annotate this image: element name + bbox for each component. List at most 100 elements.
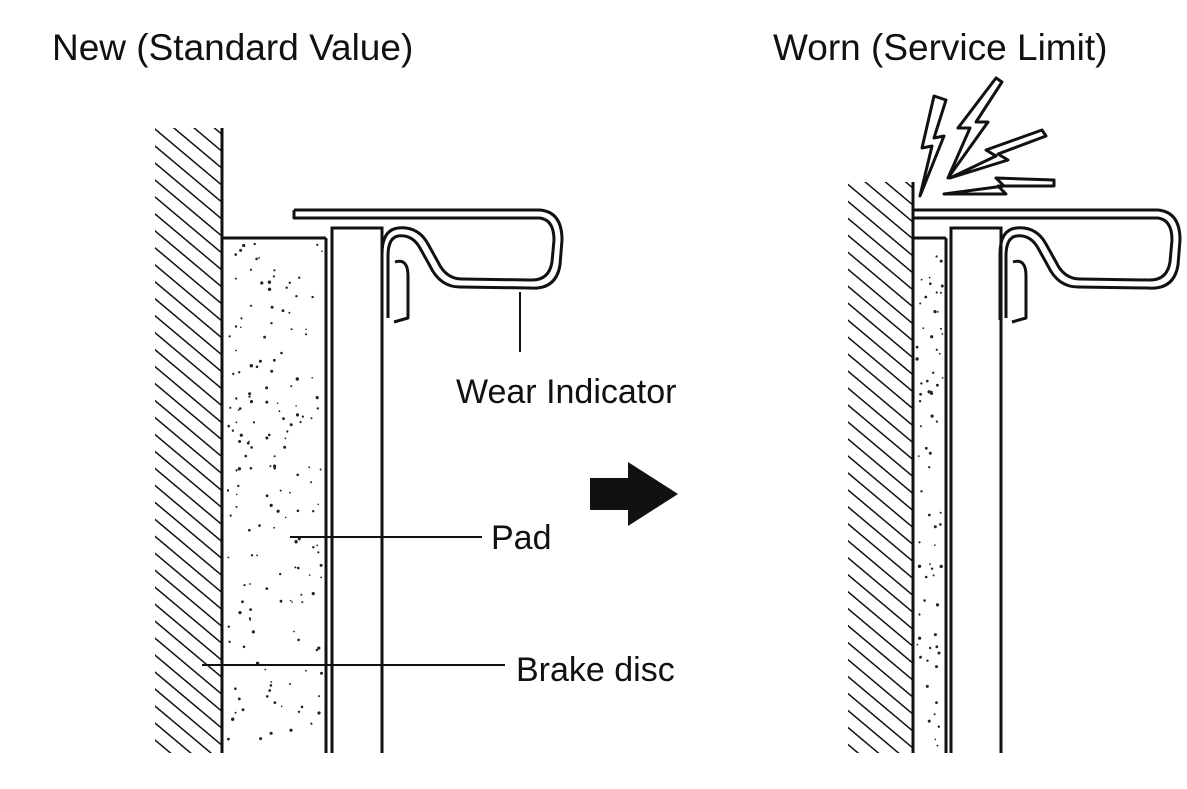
pad-speckle bbox=[295, 377, 299, 381]
pad-speckle bbox=[935, 645, 939, 649]
pad-speckle bbox=[296, 473, 300, 477]
pad-speckle bbox=[289, 683, 292, 685]
pad-speckle bbox=[240, 317, 243, 320]
caliper-wall-hatch bbox=[155, 128, 222, 753]
pad-speckle bbox=[283, 445, 287, 449]
pad-speckle bbox=[273, 455, 276, 458]
pad-speckle bbox=[280, 351, 283, 355]
pad-material bbox=[226, 238, 328, 753]
pad-speckle bbox=[930, 392, 934, 395]
pad-speckle bbox=[295, 295, 298, 298]
pad-material-worn bbox=[913, 236, 948, 753]
pad-speckle bbox=[300, 705, 304, 709]
pad-speckle bbox=[290, 385, 293, 388]
pad-speckle bbox=[263, 335, 266, 339]
pad-speckle bbox=[295, 405, 297, 407]
pad-speckle bbox=[235, 493, 238, 496]
pad-speckle bbox=[301, 415, 304, 418]
pad-speckle bbox=[237, 484, 240, 488]
pad-speckle bbox=[927, 719, 931, 723]
pad-speckle bbox=[243, 584, 246, 587]
pad-speckle bbox=[927, 390, 931, 394]
pad-speckle bbox=[304, 333, 308, 336]
pad-speckle bbox=[320, 671, 323, 675]
pad-speckle bbox=[321, 250, 323, 252]
pad-speckle bbox=[278, 410, 281, 413]
pad-speckle bbox=[231, 429, 235, 432]
pad-speckle bbox=[249, 268, 252, 271]
pad-speckle bbox=[941, 333, 944, 335]
pad-speckle bbox=[289, 423, 293, 427]
pad-speckle bbox=[269, 503, 273, 507]
pad-speckle bbox=[268, 433, 271, 437]
pad-speckle bbox=[238, 371, 241, 374]
pad-speckle bbox=[242, 243, 246, 248]
pad-speckle bbox=[932, 371, 935, 374]
pad-speckle bbox=[935, 348, 938, 351]
pad-speckle bbox=[273, 526, 275, 529]
pad-speckle bbox=[270, 681, 273, 683]
pad-speckle bbox=[924, 575, 928, 579]
pad-speckle bbox=[291, 601, 293, 603]
pad-speckle bbox=[927, 513, 931, 517]
wear-indicator-label: Wear Indicator bbox=[456, 373, 676, 411]
pad-speckle bbox=[248, 440, 250, 443]
pad-speckle bbox=[936, 744, 939, 747]
pad-speckle bbox=[252, 421, 256, 424]
pad-speckle bbox=[239, 433, 243, 437]
pad-speckle bbox=[264, 668, 267, 671]
pad-speckle bbox=[310, 481, 313, 484]
pad-speckle bbox=[312, 510, 315, 513]
pad-speckle bbox=[926, 659, 929, 662]
pad-speckle bbox=[930, 414, 934, 418]
pad-speckle bbox=[315, 396, 319, 400]
pad-speckle bbox=[940, 284, 944, 288]
pad-speckle bbox=[294, 540, 298, 544]
pad-speckle bbox=[232, 372, 235, 376]
pad-speckle bbox=[267, 287, 272, 291]
pad-speckle bbox=[316, 544, 319, 547]
pad-speckle bbox=[296, 509, 300, 513]
pad-speckle bbox=[929, 563, 931, 565]
pad-speckle bbox=[234, 711, 237, 714]
pad-speckle bbox=[228, 335, 231, 338]
pad-speckle bbox=[235, 349, 238, 352]
pad-speckle bbox=[272, 358, 276, 362]
pad-speckle bbox=[279, 572, 282, 576]
pad-speckle bbox=[242, 645, 246, 649]
pad-speckle bbox=[270, 305, 274, 309]
pad-speckle bbox=[258, 524, 261, 527]
pad-speckle bbox=[315, 648, 319, 652]
pad-speckle bbox=[227, 424, 230, 428]
pad-speckle bbox=[235, 421, 238, 424]
pad-speckle bbox=[265, 494, 269, 498]
pad-speckle bbox=[235, 397, 238, 400]
pad-speckle bbox=[318, 695, 320, 698]
pad-speckle bbox=[311, 295, 314, 299]
pad-speckle bbox=[937, 725, 940, 728]
pad-speckle bbox=[916, 643, 919, 646]
wear-indicator-clip-worn bbox=[913, 208, 1182, 324]
pad-speckle bbox=[928, 451, 932, 455]
pad-speckle bbox=[272, 275, 275, 278]
pad-speckle bbox=[237, 467, 242, 471]
pad-speckle bbox=[253, 242, 256, 246]
pad-speckle bbox=[259, 737, 263, 741]
pad-speckle bbox=[929, 282, 932, 286]
pad-speckle bbox=[231, 717, 235, 721]
pad-speckle bbox=[256, 554, 258, 557]
pad-speckle bbox=[319, 563, 323, 567]
pad-speckle bbox=[934, 738, 937, 741]
worn-title: Worn (Service Limit) bbox=[773, 27, 1107, 68]
pad-speckle bbox=[240, 326, 242, 329]
pad-speckle bbox=[919, 302, 922, 305]
pad-speckle bbox=[265, 386, 269, 390]
pad-speckle bbox=[317, 711, 321, 715]
pad-speckle bbox=[273, 701, 277, 704]
pad-speckle bbox=[226, 489, 230, 492]
pad-speckle bbox=[260, 281, 264, 285]
pad-speckle bbox=[265, 400, 269, 404]
pad-speckle bbox=[938, 352, 941, 355]
pad-speckle bbox=[249, 400, 254, 404]
pad-speckle bbox=[235, 469, 238, 472]
